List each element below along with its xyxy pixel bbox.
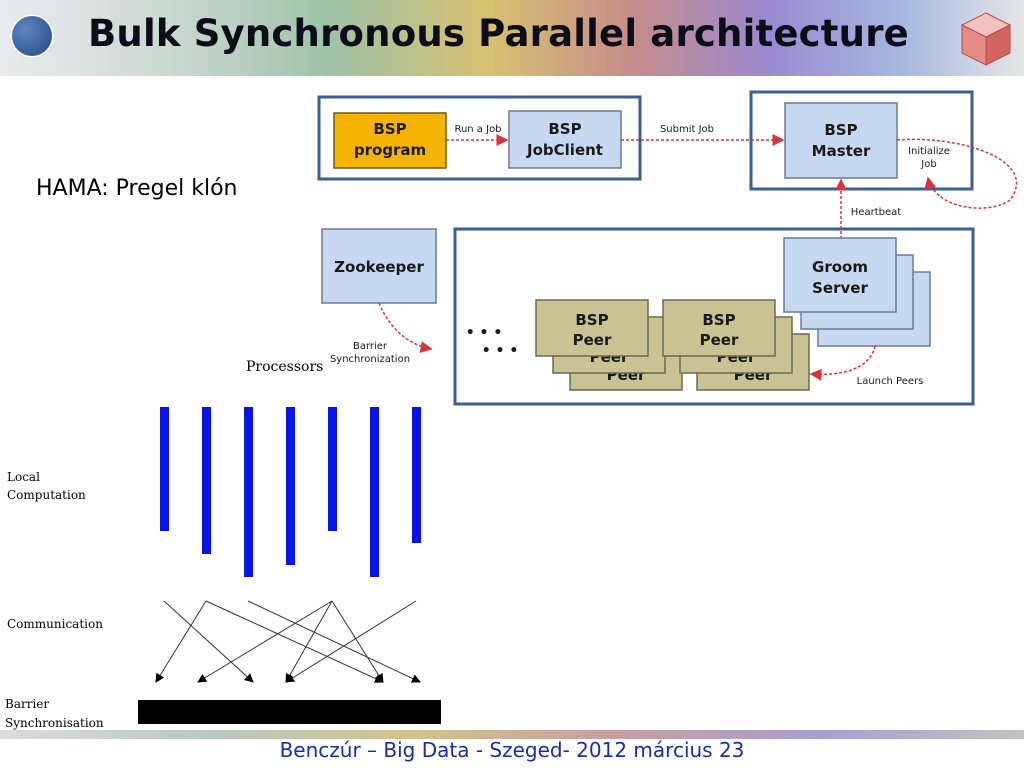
heartbeat-label: Heartbeat <box>851 207 901 218</box>
barrier-sync-label-2: Synchronisation <box>5 716 104 730</box>
jobclient-node: BSP JobClient <box>508 110 622 169</box>
local-computation-label: Local <box>7 470 40 484</box>
processor-bar <box>412 407 421 543</box>
barrier-bar <box>138 700 441 724</box>
communication-label: Communication <box>7 617 103 631</box>
svg-text:Groom: Groom <box>812 258 868 276</box>
run-a-job-label: Run a Job <box>454 124 501 135</box>
slide-footer: Benczúr – Big Data - Szeged- 2012 márciu… <box>279 738 745 762</box>
launch-peers-arrow <box>809 345 876 381</box>
svg-text:JobClient: JobClient <box>526 141 603 159</box>
svg-text:Zookeeper: Zookeeper <box>334 258 424 276</box>
bsp-superstep-diagram: Processors Local Computation Communicati… <box>5 359 441 730</box>
barrier-sync-label: Barrier <box>5 697 49 711</box>
processor-bar <box>244 407 253 577</box>
processor-bar <box>370 407 379 577</box>
company-logo <box>10 14 54 58</box>
cube-logo-icon <box>960 12 1012 66</box>
svg-text:BSP: BSP <box>575 311 608 329</box>
groom-server-stack: Groom Server <box>783 237 931 347</box>
barrier-sync-arrow <box>378 302 433 353</box>
processor-bar <box>160 407 169 531</box>
svg-text:Peer: Peer <box>700 331 739 349</box>
svg-text:BSP: BSP <box>373 120 406 138</box>
communication-lines <box>155 600 421 683</box>
peer-stack-right: Peer Peer BSP Peer <box>662 299 810 391</box>
ellipsis-top: • • • <box>466 325 503 341</box>
slide-header: Bulk Synchronous Parallel architecture <box>0 0 1024 76</box>
svg-text:Server: Server <box>812 279 868 297</box>
processor-bar <box>202 407 211 554</box>
hama-architecture-diagram: BSP program Run a Job BSP JobClient Subm… <box>317 90 1018 406</box>
initialize-job-label: Initialize <box>908 146 950 157</box>
processor-bar <box>286 407 295 565</box>
bsp-program-node: BSP program <box>333 112 447 169</box>
svg-text:BSP: BSP <box>702 311 735 329</box>
svg-text:BSP: BSP <box>824 121 857 139</box>
svg-text:BSP: BSP <box>548 120 581 138</box>
barrier-sync-label: Barrier <box>353 341 388 352</box>
barrier-sync-label-2: Synchronization <box>330 354 410 365</box>
slide-title: Bulk Synchronous Parallel architecture <box>88 12 909 55</box>
footer-band <box>0 730 1024 739</box>
processors-label: Processors <box>246 359 323 375</box>
submit-job-label: Submit Job <box>660 124 714 135</box>
svg-text:Master: Master <box>812 142 871 160</box>
ellipsis-bottom: • • • <box>482 343 519 359</box>
svg-text:Peer: Peer <box>573 331 612 349</box>
bsp-master-node: BSP Master <box>784 102 898 179</box>
svg-text:program: program <box>354 141 426 159</box>
local-computation-label-2: Computation <box>7 488 86 502</box>
zookeeper-node: Zookeeper <box>321 228 437 304</box>
initialize-job-label-2: Job <box>920 159 936 170</box>
slide-subtitle: HAMA: Pregel klón <box>36 176 238 201</box>
launch-peers-label: Launch Peers <box>857 376 924 387</box>
initialize-job-arrow <box>896 138 1018 209</box>
processor-bar <box>328 407 337 531</box>
